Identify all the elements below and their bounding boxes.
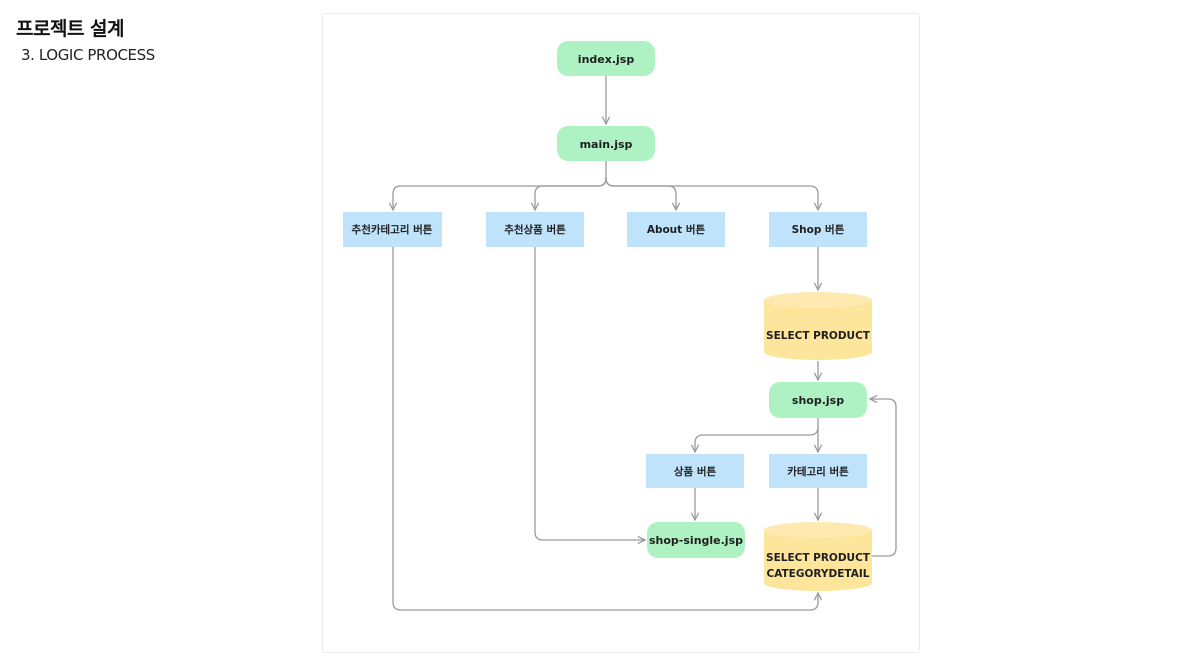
node-btn-about: About 버튼 [627, 212, 725, 247]
node-index-label: index.jsp [578, 53, 635, 66]
edge-db-category-shop [870, 399, 897, 557]
edge-main-btn-product [535, 177, 607, 210]
node-btn-item: 상품 버튼 [646, 454, 744, 488]
connectors [392, 76, 897, 611]
node-btn-about-label: About 버튼 [647, 223, 706, 236]
node-db-select-category: SELECT PRODUCT CATEGORYDETAIL [764, 522, 872, 591]
node-btn-item-label: 상품 버튼 [674, 465, 717, 478]
edge-shop-btn-item [695, 418, 819, 452]
edge-btn-category-db-category [392, 247, 818, 611]
node-btn-shop-category-label: 카테고리 버튼 [787, 465, 849, 478]
edge-btn-product-shop-single [534, 247, 645, 540]
edge-main-btn-shop [605, 177, 818, 210]
edge-main-btn-about [605, 177, 676, 210]
node-shop-single: shop-single.jsp [647, 522, 745, 558]
node-btn-shop-category: 카테고리 버튼 [769, 454, 867, 488]
node-db-select-category-label-1: SELECT PRODUCT [766, 552, 871, 564]
node-btn-shop-label: Shop 버튼 [792, 223, 845, 236]
node-btn-category: 추천카테고리 버튼 [343, 212, 442, 247]
node-btn-product: 추천상품 버튼 [486, 212, 584, 247]
node-main: main.jsp [557, 126, 655, 161]
node-db-select-product: SELECT PRODUCT [764, 292, 872, 360]
node-db-select-category-label-2: CATEGORYDETAIL [767, 568, 870, 580]
node-shop: shop.jsp [769, 382, 867, 418]
page-subtitle: 3. LOGIC PROCESS [21, 46, 155, 64]
node-shop-label: shop.jsp [792, 394, 844, 407]
node-main-label: main.jsp [580, 138, 633, 151]
node-btn-product-label: 추천상품 버튼 [504, 223, 566, 236]
page-title: 프로젝트 설계 [16, 18, 125, 40]
node-index: index.jsp [557, 41, 655, 76]
node-db-select-product-label: SELECT PRODUCT [766, 330, 871, 342]
node-btn-shop: Shop 버튼 [769, 212, 867, 247]
node-shop-single-label: shop-single.jsp [649, 534, 743, 547]
node-btn-category-label: 추천카테고리 버튼 [352, 223, 433, 236]
